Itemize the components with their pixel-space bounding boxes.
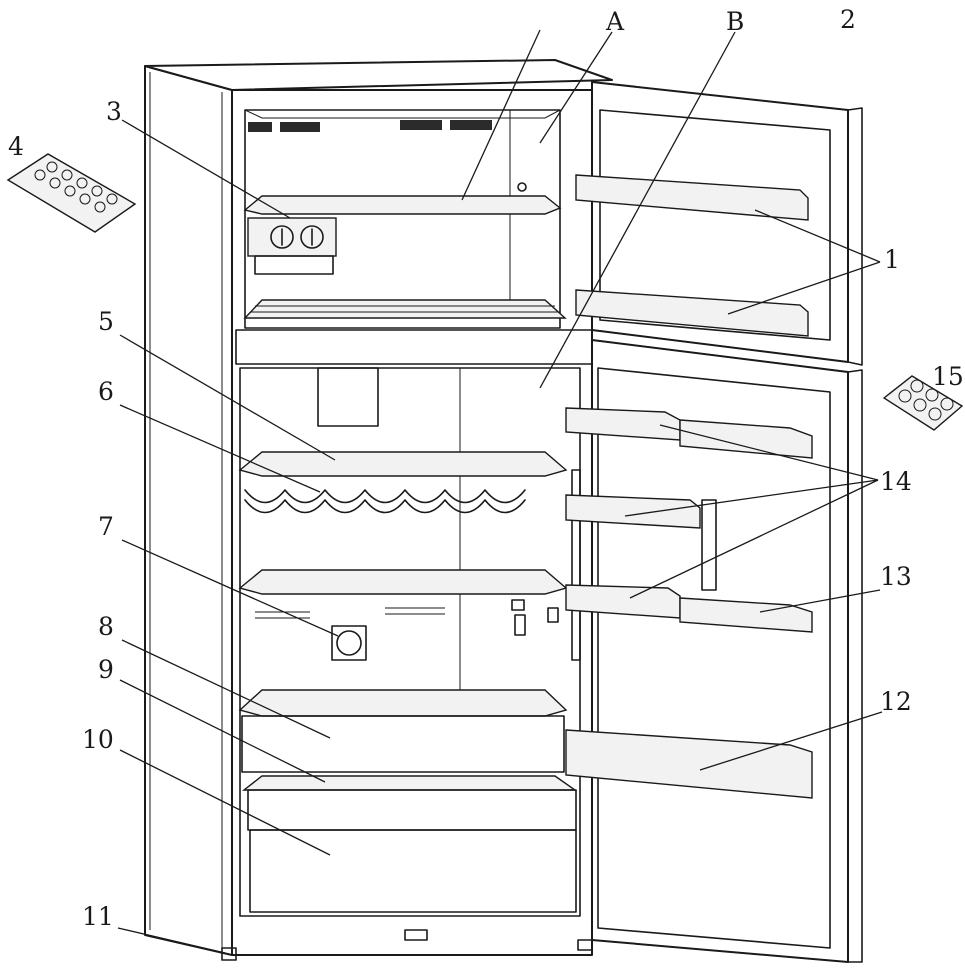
- fridge-door-shelf-c: [565, 494, 701, 529]
- fridge-compartment: [238, 367, 581, 917]
- fridge-door-shelf-e: [679, 597, 813, 633]
- freezer-compartment: [243, 109, 567, 329]
- cabinet-side-panel: [144, 65, 233, 956]
- ice-maker-knob-right: [300, 225, 324, 249]
- callout-15: 15: [932, 362, 964, 391]
- crisper-cover-shelf: [238, 689, 568, 717]
- bottom-vent: [404, 929, 428, 941]
- glass-shelf-upper: [238, 451, 568, 477]
- callout-A: A: [605, 7, 625, 36]
- interior-light: [331, 625, 367, 661]
- callout-11: 11: [82, 902, 114, 931]
- callout-14: 14: [880, 467, 912, 496]
- freezer-shelf: [243, 195, 562, 215]
- glass-shelf-middle: [238, 569, 568, 595]
- egg-tray: [882, 375, 964, 431]
- crisper-drawer: [241, 715, 565, 773]
- bottle-bin: [565, 729, 813, 799]
- ice-maker-knob-left: [270, 225, 294, 249]
- air-duct: [317, 367, 379, 427]
- callout-12: 12: [880, 687, 912, 716]
- freezer-door-shelf-upper: [575, 174, 809, 221]
- shelf-rail: [701, 499, 717, 591]
- callout-9: 9: [98, 655, 114, 684]
- ice-cube-tray: [6, 153, 137, 233]
- callout-3: 3: [106, 97, 122, 126]
- bottom-drawer: [249, 829, 577, 913]
- cabinet-top: [144, 59, 613, 91]
- callout-2: 2: [840, 5, 856, 34]
- callout-7: 7: [98, 512, 114, 541]
- wine-rack: [244, 489, 526, 504]
- callout-10: 10: [82, 725, 114, 754]
- freezer-door: [575, 81, 863, 366]
- rear-foot: [577, 939, 593, 951]
- callout-5: 5: [98, 307, 114, 336]
- cabinet: [144, 59, 613, 961]
- callout-6: 6: [98, 377, 114, 406]
- leader-lines: [117, 29, 883, 954]
- door-handle: [571, 469, 581, 661]
- front-foot: [221, 947, 237, 961]
- lower-shelf: [241, 775, 578, 791]
- freezer-grid-shelf: [243, 299, 567, 319]
- callout-13: 13: [880, 562, 912, 591]
- fridge-door: [565, 339, 863, 963]
- fridge-door-shelf-b: [679, 419, 813, 459]
- callout-B: B: [726, 7, 744, 36]
- callout-4: 4: [8, 132, 24, 161]
- callout-labels: A B 2 1 3 4 5 6 7 8 9 10 11 12 13 14 15: [8, 5, 964, 931]
- callout-1: 1: [884, 245, 900, 274]
- callout-8: 8: [98, 612, 114, 641]
